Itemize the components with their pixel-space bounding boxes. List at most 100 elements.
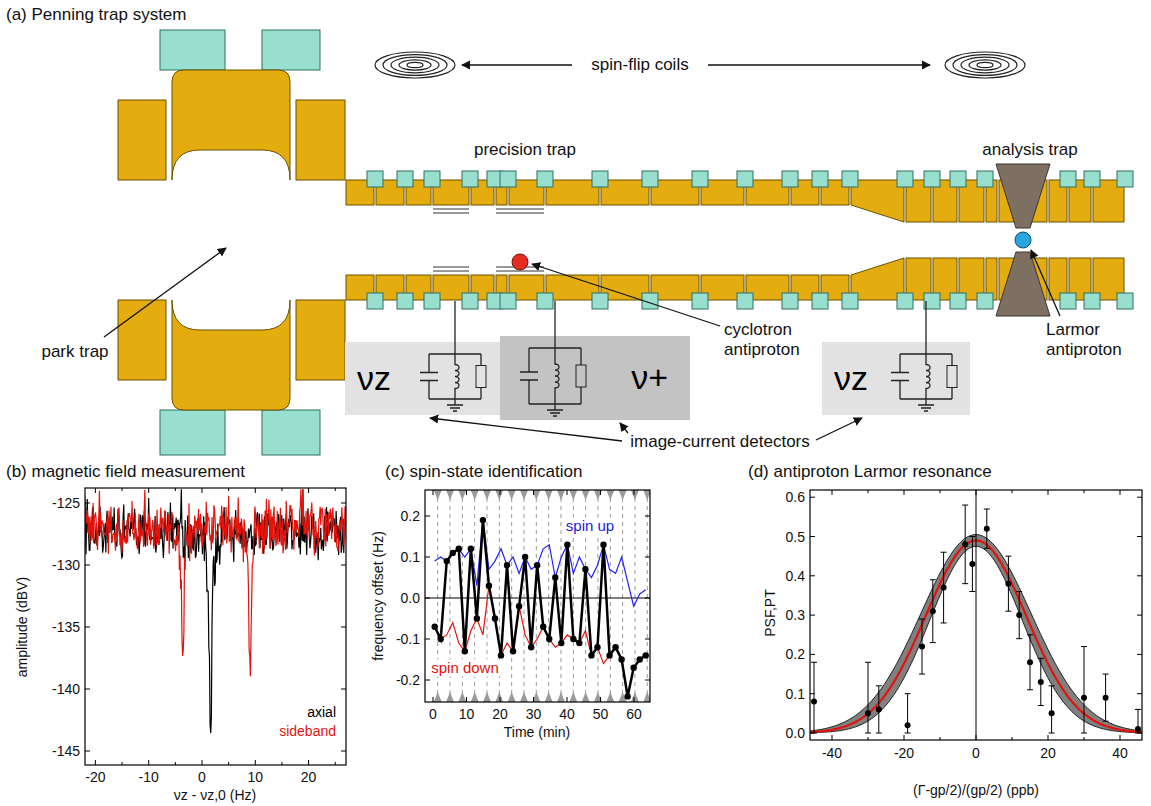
tick-label: -130 — [52, 557, 80, 573]
data-point — [930, 608, 936, 614]
connector-block — [424, 171, 440, 187]
coil-symbol — [977, 62, 993, 67]
electrode — [296, 100, 345, 180]
part-label: analysis trap — [982, 140, 1077, 160]
tick-label: -20 — [894, 745, 914, 761]
tick-marks — [85, 488, 346, 765]
series-label: spin down — [429, 659, 501, 676]
cycle-marker — [548, 490, 549, 702]
error-bar — [930, 580, 936, 643]
data-point — [570, 636, 576, 642]
data-point — [636, 656, 642, 662]
zero-line — [425, 598, 650, 599]
resistor-symbol — [576, 365, 586, 387]
error-bar — [962, 505, 968, 584]
panel-title: (c) spin-state identification — [385, 462, 582, 482]
error-bar — [1103, 674, 1109, 721]
data-point — [1005, 581, 1011, 587]
leader-arrow — [1031, 250, 1060, 316]
cycle-marker — [523, 490, 524, 702]
analysis-trap — [906, 164, 1124, 316]
cycle-marker — [643, 490, 650, 500]
signal-wire — [925, 301, 926, 354]
cycle-marker — [560, 490, 561, 702]
coil-symbol — [391, 57, 439, 73]
cycle-marker — [458, 692, 466, 702]
data-point — [612, 644, 618, 650]
error-bar — [941, 552, 947, 623]
cycle-marker — [557, 490, 565, 500]
data-point — [1135, 726, 1141, 732]
cycle-marker — [446, 692, 454, 702]
data-point — [618, 656, 624, 662]
data-point — [504, 562, 510, 568]
cycle-marker — [495, 490, 503, 500]
electrode — [172, 70, 290, 180]
data-point — [1081, 695, 1087, 701]
leader-arrow — [430, 418, 622, 441]
connector-block — [1060, 293, 1076, 309]
connector-block — [592, 171, 608, 187]
cycle-marker — [511, 490, 512, 702]
data-point — [468, 546, 474, 552]
resonator-circuit — [520, 348, 586, 416]
tick-label: 10 — [248, 769, 264, 785]
cycle-marker — [495, 692, 503, 702]
resistor-symbol — [947, 366, 957, 388]
axis-title: amplitude (dBV) — [14, 577, 30, 677]
tick-label: 40 — [1112, 745, 1128, 761]
connector-block — [500, 171, 516, 187]
park-trap — [118, 30, 345, 455]
axis-title: frequency offset (Hz) — [370, 531, 386, 661]
connector-block — [642, 171, 658, 187]
data-point — [552, 574, 558, 580]
connector-block — [812, 293, 828, 309]
plot-frame — [85, 488, 346, 765]
data-point — [969, 561, 975, 567]
data-point — [522, 554, 528, 560]
connector-block — [1117, 171, 1133, 187]
error-bar — [811, 662, 817, 733]
legend-text: sideband — [279, 723, 336, 739]
data-point — [462, 648, 468, 654]
part-label: image-current detectors — [630, 432, 810, 452]
leader-arrow — [708, 64, 930, 65]
error-bar — [876, 686, 882, 733]
detector-box: νz — [345, 342, 500, 415]
error-bar — [919, 619, 925, 674]
electrode — [296, 300, 345, 380]
error-bar — [1049, 686, 1055, 733]
tick-marks — [810, 490, 1142, 740]
coil-symbol — [399, 60, 431, 70]
electrode — [118, 300, 166, 380]
cycle-marker — [619, 490, 627, 500]
error-bar — [905, 694, 911, 733]
electrode-edge — [433, 209, 469, 271]
leader-arrow — [104, 248, 226, 337]
detector-panel — [345, 342, 500, 415]
cycle-marker — [606, 692, 614, 702]
spectrum-plot — [85, 488, 347, 765]
cyclotron-particle — [512, 254, 528, 270]
data-point — [558, 640, 564, 646]
circuit-wires — [891, 354, 952, 411]
connector-block — [397, 293, 413, 309]
error-bar — [969, 537, 975, 592]
data-point — [606, 652, 612, 658]
data-point — [546, 636, 552, 642]
cycle-marker — [434, 490, 442, 500]
tick-label: 40 — [559, 706, 575, 722]
connector-block — [782, 293, 798, 309]
tick-label: 0.2 — [786, 646, 805, 662]
tick-label: 0 — [972, 745, 980, 761]
data-point — [486, 583, 492, 589]
detector-panel — [500, 336, 690, 420]
data-point — [643, 652, 649, 658]
data-point — [876, 706, 882, 712]
cycle-marker — [545, 490, 553, 500]
cycle-marker — [569, 692, 577, 702]
tick-label: 60 — [626, 706, 642, 722]
leader-arrow — [462, 64, 572, 65]
